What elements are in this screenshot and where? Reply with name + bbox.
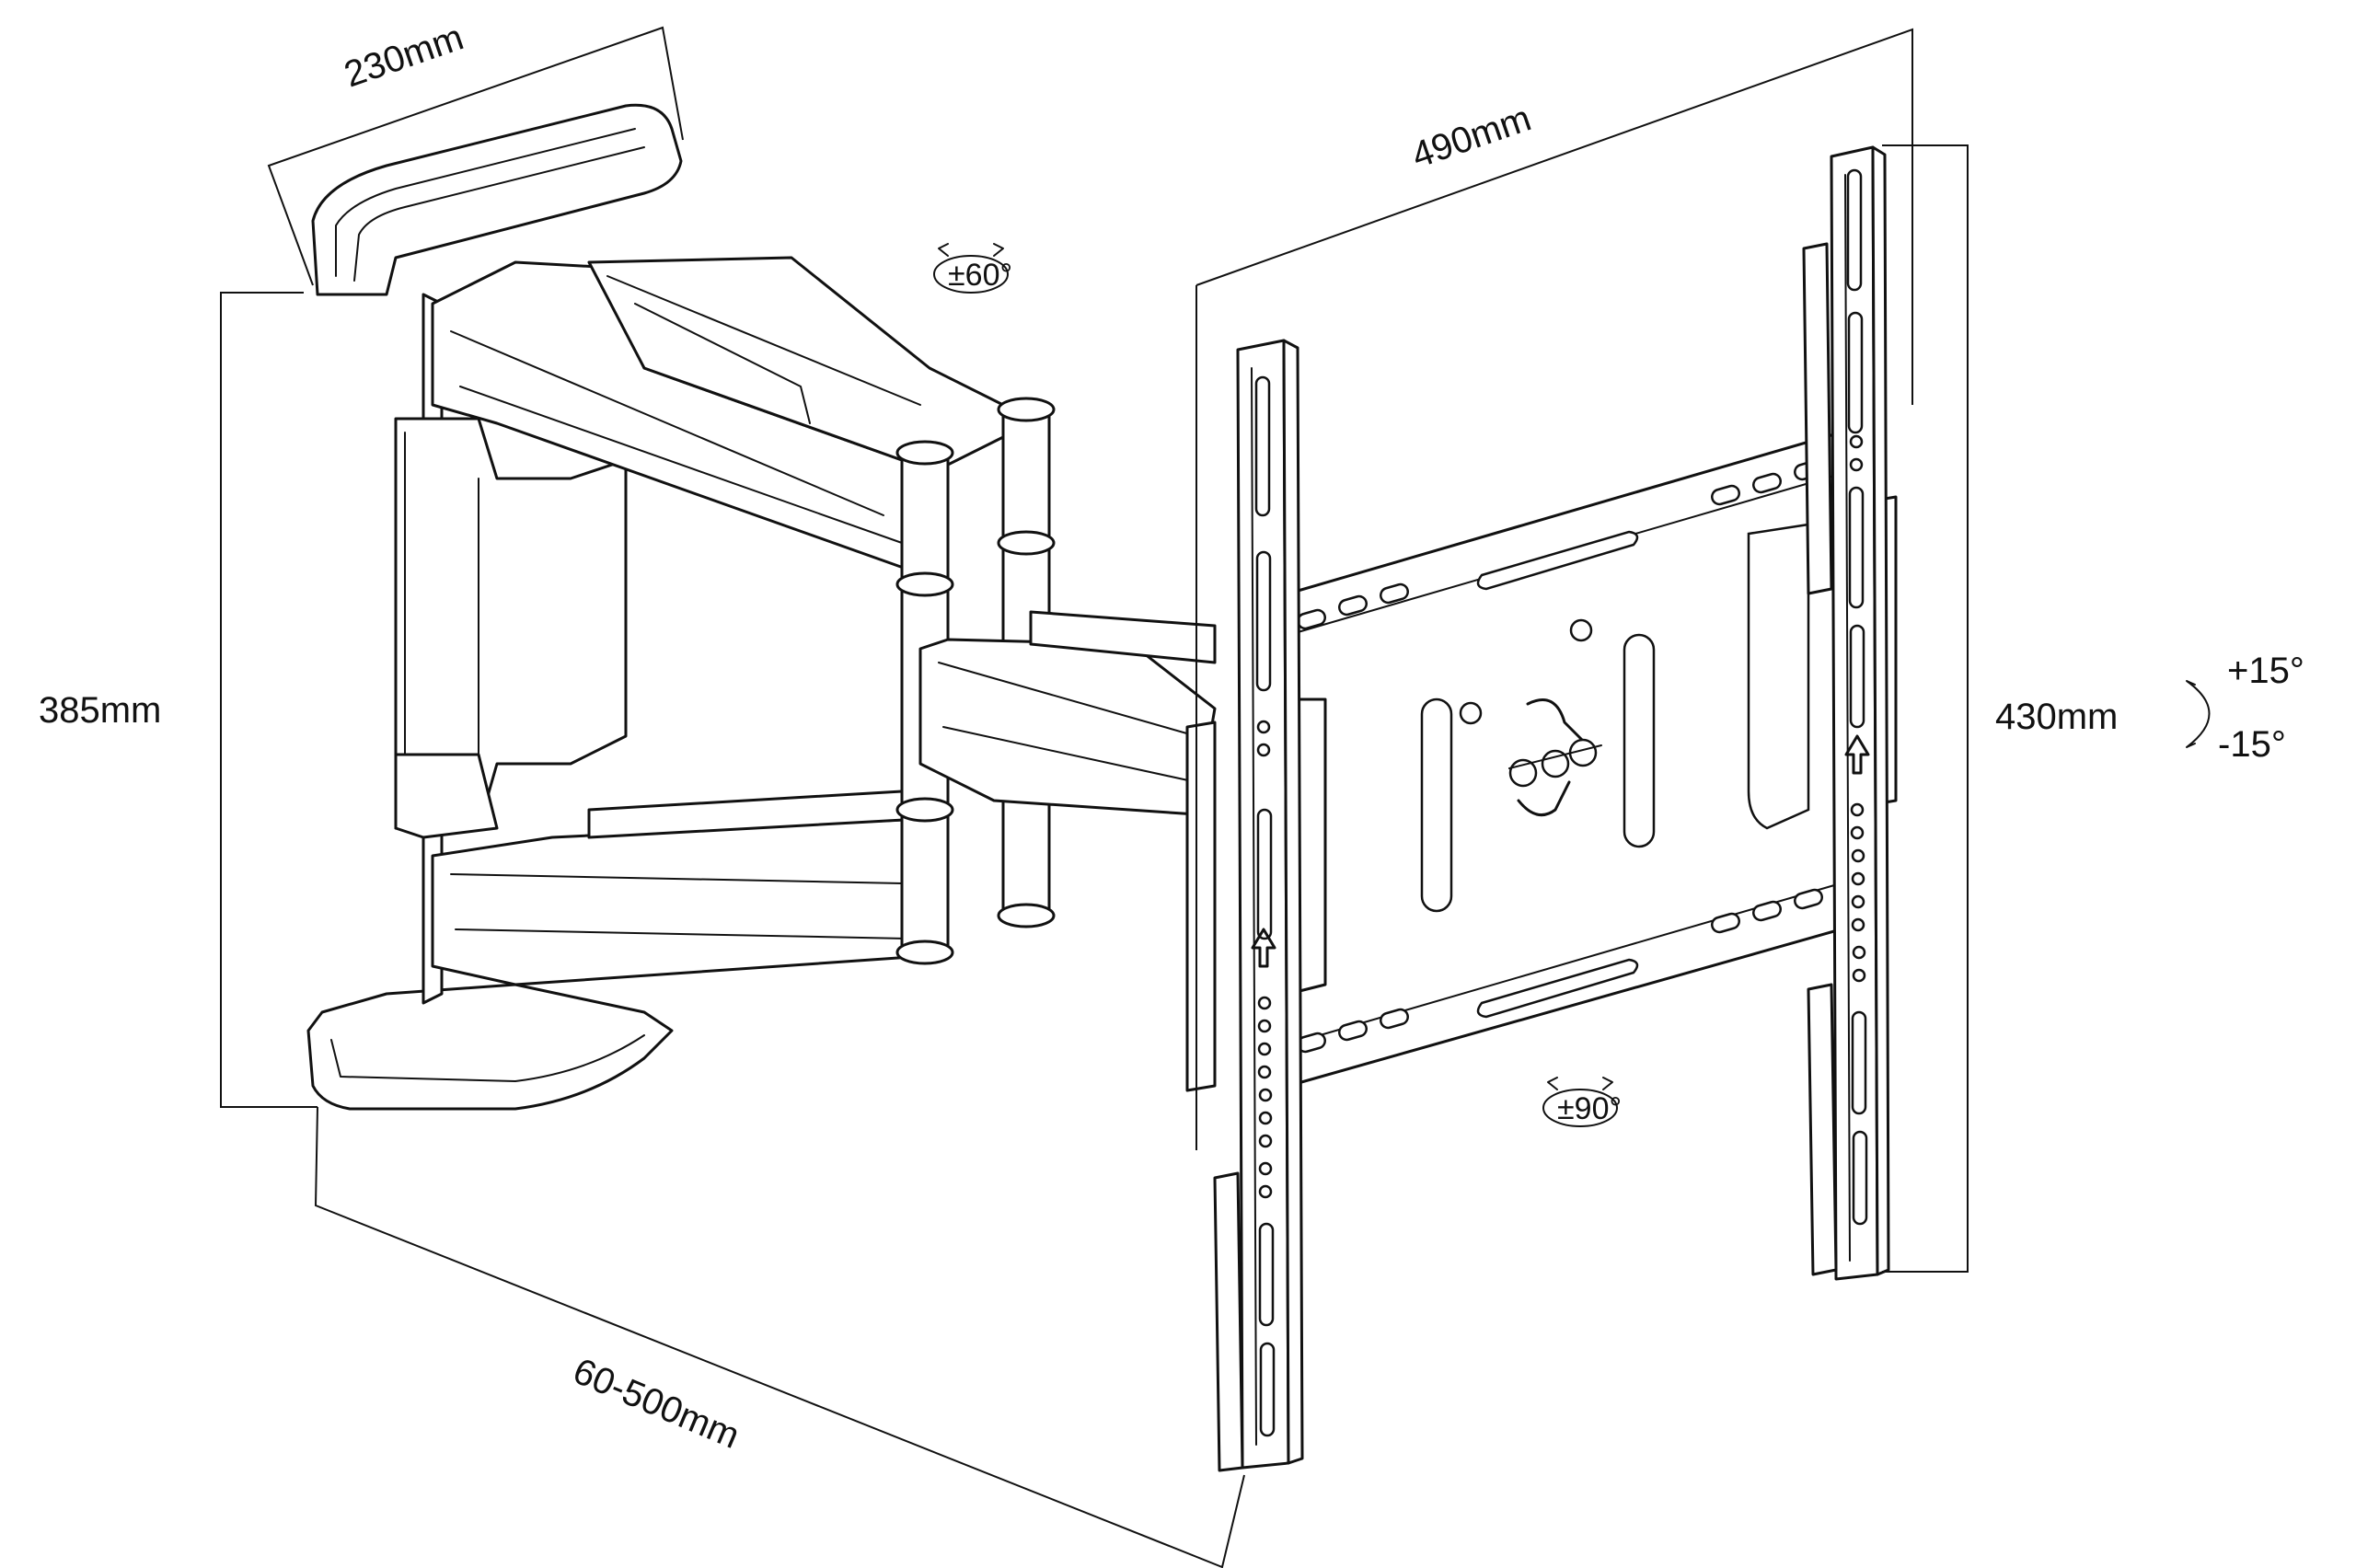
- plate-height-label: 430mm: [1995, 697, 2118, 737]
- wing-nut: [1508, 698, 1602, 817]
- tilt-up-label: +15°: [2227, 651, 2304, 691]
- right-vertical-rail: [1802, 145, 1890, 1281]
- tv-plate: [1287, 431, 1898, 1088]
- tilt-symbol: [2186, 680, 2211, 748]
- swivel-symbol: [933, 243, 1009, 294]
- bottom-slot-row: [1297, 888, 1823, 1054]
- dimension-lines: [220, 26, 1969, 1568]
- wall-bracket: [306, 103, 683, 1111]
- tilt-down-label: -15°: [2218, 724, 2286, 765]
- middle-pivot: [895, 440, 1217, 965]
- arm-height-label: 385mm: [39, 690, 161, 731]
- swivel-label: ±60°: [948, 258, 1012, 293]
- arm-mount-width-label: 230mm: [340, 17, 468, 95]
- top-slot-row: [1297, 459, 1823, 630]
- lower-arm: [431, 790, 922, 986]
- plate-width-label: 490mm: [1407, 98, 1536, 176]
- rotation-symbol: [1542, 1077, 1618, 1127]
- left-vertical-rail: [1185, 339, 1304, 1472]
- rotation-label: ±90°: [1557, 1091, 1622, 1126]
